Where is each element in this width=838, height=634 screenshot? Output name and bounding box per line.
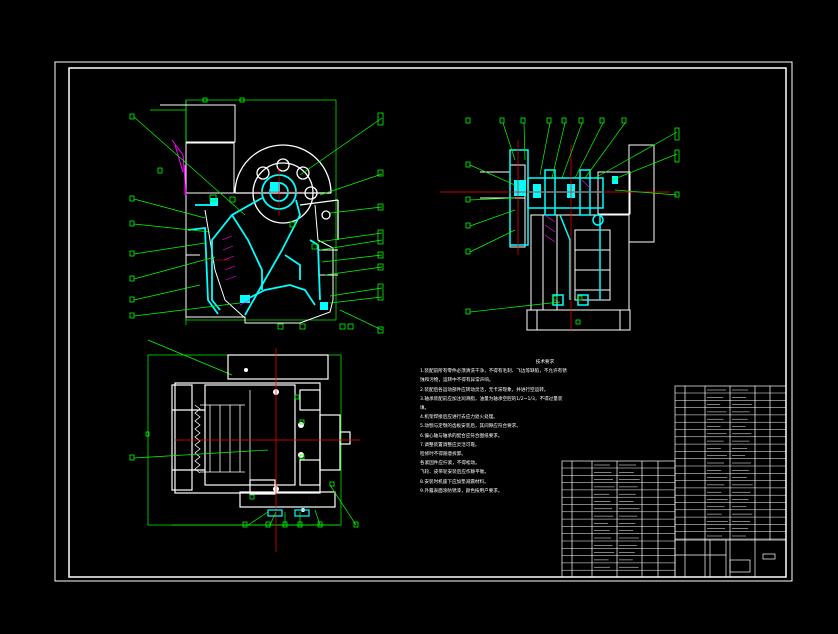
note-line: 7.调整装置调整应灵活可靠。 (420, 442, 480, 448)
top-view (129, 339, 360, 552)
drawing-border (54, 61, 793, 582)
note-line: 3.轴承装配前应加注润滑脂，油量为轴承空腔的1/2~1/3，不得过量装 (420, 396, 563, 402)
note-line: 5.动颚与定颚的齿板安装后，其间隙应符合要求。 (420, 424, 521, 430)
note-line: 各紧固件应拧紧，不得松动。 (420, 461, 480, 467)
note-line: 8.安装时机座下应加垫减震材料。 (420, 479, 489, 485)
note-line: 6.偏心轴与轴承的配合应符合图纸要求。 (420, 433, 503, 439)
note-line: 2.装配后各运动部件应转动灵活，无卡滞现象，并进行空运转。 (420, 387, 549, 393)
note-line: 飞轮、皮带轮安装后应作静平衡。 (420, 470, 489, 476)
note-line: 1.装配前所有零件必须清洗干净，不得有毛刺、飞边等缺陷，不允许有锈 (420, 369, 567, 375)
note-line: 9.外露表面涂防锈漆，颜色按用户要求。 (420, 488, 503, 494)
technical-notes: 技术要求 1.装配前所有零件必须清洗干净，不得有毛刺、飞边等缺陷，不允许有锈 蚀… (420, 358, 660, 496)
note-line: 检修时不得随意拆卸。 (420, 452, 466, 458)
parts-list-rows (562, 389, 786, 571)
note-line: 蚀和污物，运转中不得有异常声响。 (420, 378, 494, 384)
note-line: 填。 (420, 406, 430, 412)
note-line: 4.机架焊接后应进行去应力退火处理。 (420, 415, 498, 421)
side-view (440, 117, 680, 331)
front-section-view (129, 97, 384, 334)
technical-notes-title: 技术要求 (535, 360, 555, 365)
